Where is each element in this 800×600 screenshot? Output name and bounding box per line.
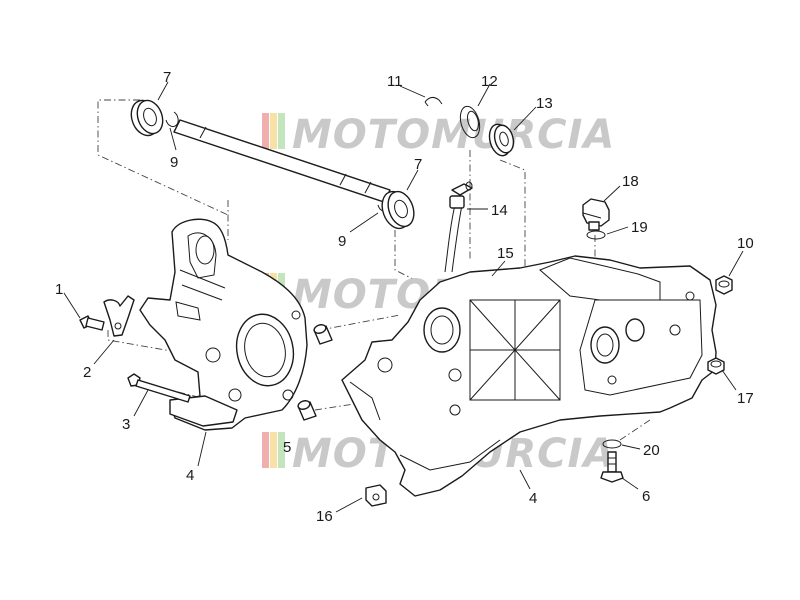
callout-15: 15 [497,245,514,262]
left-crankcase-half [139,218,308,431]
watermark-text: MOTOMURCIA [292,112,615,158]
callout-3: 3 [122,416,130,433]
shaft-assembly [130,99,415,230]
callout-14: 14 [491,202,508,219]
ring-12 [459,105,481,139]
washer-19 [586,230,606,240]
long-bolt-3 [127,373,191,403]
watermark-top: MOTOMURCIA [262,112,615,158]
clip-11 [424,96,443,107]
filler-plug [582,198,610,231]
callout-12: 12 [481,73,498,90]
clip-16 [365,484,387,507]
cap-17 [707,357,725,375]
leader-lines [63,81,744,513]
callout-4-left: 4 [186,467,194,484]
callout-7-upper: 7 [163,69,171,86]
dowel-upper [313,324,333,345]
callout-1: 1 [55,281,63,298]
callout-17: 17 [737,390,754,407]
callout-10: 10 [737,235,754,252]
callout-20: 20 [643,442,660,459]
callout-11: 11 [387,73,403,90]
callout-9-upper: 9 [170,154,178,171]
callout-13: 13 [536,95,553,112]
circlip-upper [165,111,179,128]
washer-20 [602,439,622,449]
bracket-2 [103,295,135,337]
callout-7-lower: 7 [414,156,422,173]
callout-2: 2 [83,364,91,381]
callout-19: 19 [631,219,648,236]
callout-18: 18 [622,173,639,190]
callout-labels: 7 9 11 12 13 7 9 14 18 19 15 10 1 2 3 4 … [55,69,754,525]
bearing-upper [130,99,164,137]
bolt-1 [79,315,105,331]
nut-10 [715,275,733,295]
right-crankcase-half [341,255,717,497]
bearing-lower [381,190,415,230]
callout-16: 16 [316,508,333,525]
callout-5: 5 [283,439,291,456]
seal-13 [488,123,515,157]
callout-6: 6 [642,488,650,505]
dowel-lower [297,400,317,421]
callout-9-lower: 9 [338,233,346,250]
drain-bolt-6 [600,451,624,483]
callout-4-right: 4 [529,490,537,507]
breather-pipe [444,181,473,273]
